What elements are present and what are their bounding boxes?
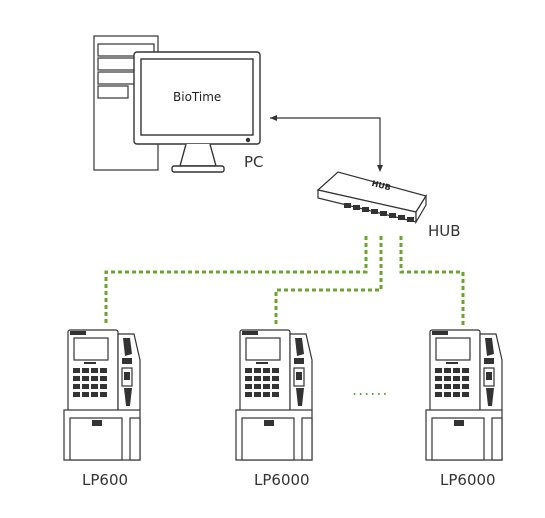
terminal-device-3 bbox=[425, 329, 503, 461]
pc-label: PC bbox=[244, 153, 264, 171]
link-device-3 bbox=[399, 236, 465, 326]
arrowhead-to-pc bbox=[270, 115, 277, 121]
pc-hub-connection bbox=[270, 115, 383, 172]
more-devices-ellipsis: ...... bbox=[352, 380, 389, 399]
terminal-device-1 bbox=[63, 329, 141, 461]
terminal-device-2 bbox=[235, 329, 313, 461]
hub-device bbox=[316, 171, 427, 225]
pc-monitor bbox=[133, 51, 261, 173]
link-device-1 bbox=[104, 236, 368, 326]
monitor-screen-text: BioTime bbox=[173, 90, 222, 104]
network-links bbox=[104, 236, 465, 326]
device-3-label: LP6000 bbox=[440, 471, 496, 489]
device-1-label: LP600 bbox=[82, 471, 129, 489]
device-2-label: LP6000 bbox=[254, 471, 310, 489]
link-device-2 bbox=[274, 236, 383, 326]
arrowhead-to-hub bbox=[377, 165, 383, 172]
hub-label: HUB bbox=[428, 222, 461, 240]
